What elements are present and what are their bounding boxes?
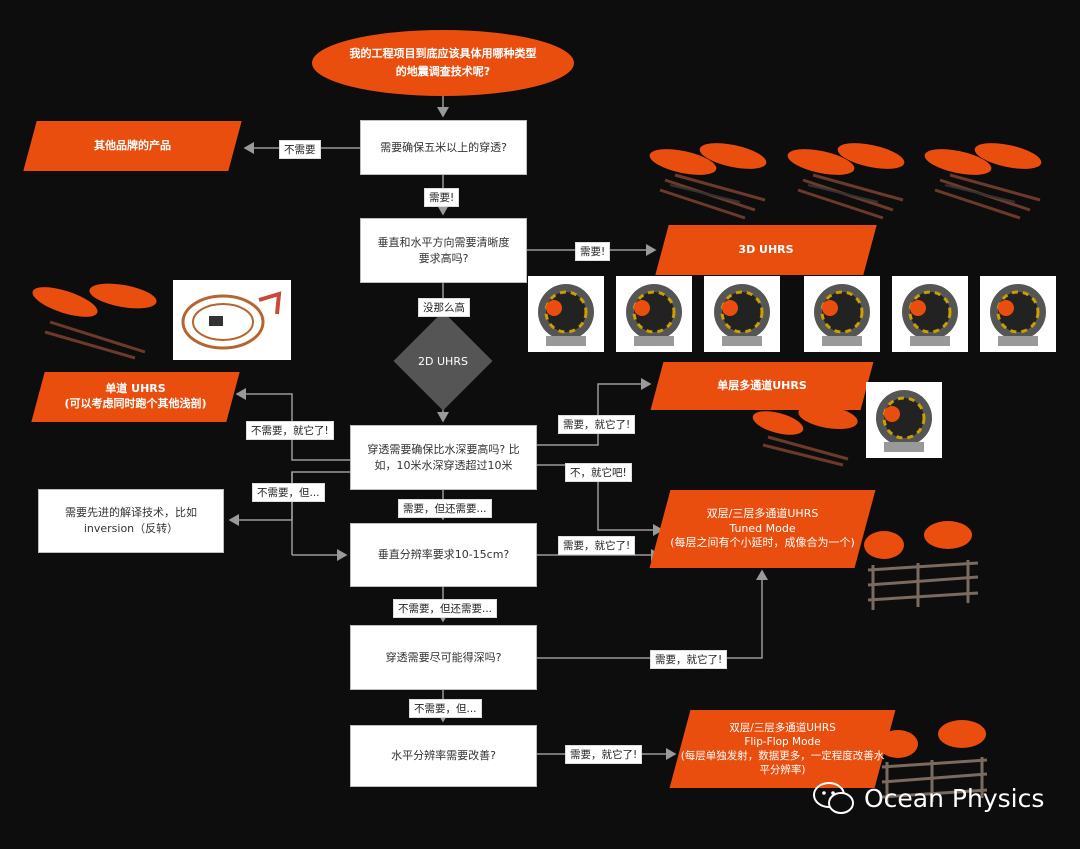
outcome-other-brands: 其他品牌的产品: [23, 121, 242, 171]
wechat-icon: [813, 782, 854, 814]
float-image: [649, 143, 767, 220]
edge-label-yes-enough-4: 需要，就它了!: [565, 745, 643, 764]
float-image: [924, 143, 1042, 220]
edge-label-no-then: 不，就它吧!: [565, 463, 632, 482]
outcome-single-channel-label: 单道 UHRS (可以考虑同时跑个其他浅剖): [64, 382, 207, 410]
start-node: 我的工程项目到底应该具体用哪种类型的地震调查技术呢?: [312, 30, 574, 96]
question-max-penetration: 穿透需要尽可能得深吗?: [350, 625, 537, 690]
outcome-3d-uhrs: 3D UHRS: [655, 225, 877, 275]
float-image: [752, 404, 858, 467]
outcome-tuned-mode-label: 双层/三层多通道UHRS Tuned Mode (每层之间有个小延时，成像合为一…: [670, 506, 855, 550]
outcome-other-brands-label: 其他品牌的产品: [94, 138, 171, 152]
reel-image: [804, 276, 880, 352]
edge-label-yes-enough-2: 需要，就它了!: [558, 536, 636, 555]
float-image: [32, 283, 157, 360]
multilayer-frame-image: [878, 720, 988, 804]
outcome-flip-flop-mode: 双层/三层多通道UHRS Flip-Flop Mode (每层单独发射，数据更多…: [669, 710, 896, 788]
edge-label-yes-3d: 需要!: [575, 242, 611, 261]
edge-label-yes: 需要!: [424, 188, 460, 207]
question-resolution-clarity: 垂直和水平方向需要清晰度要求高吗?: [360, 218, 527, 283]
watermark: Ocean Physics: [812, 780, 1044, 816]
edge-label-no-but: 不需要，但...: [252, 483, 325, 502]
edge-label-yes-enough-1: 需要，就它了!: [558, 415, 636, 434]
edge-label-no-enough: 不需要，就它了!: [246, 421, 334, 440]
decision-label: 2D UHRS: [418, 354, 468, 368]
outcome-tuned-mode: 双层/三层多通道UHRS Tuned Mode (每层之间有个小延时，成像合为一…: [649, 490, 876, 568]
watermark-text: Ocean Physics: [864, 783, 1045, 813]
edge-label-no-but-also: 不需要，但还需要...: [393, 599, 498, 618]
reel-image: [704, 276, 780, 352]
decision-2d-uhrs: 2D UHRS: [393, 311, 493, 411]
question-penetration-5m: 需要确保五米以上的穿透?: [360, 120, 527, 175]
edge-label-yes-but-also: 需要，但还需要...: [398, 499, 492, 518]
note-inversion: 需要先进的解译技术，比如 inversion（反转）: [38, 489, 224, 553]
edge-label-no: 不需要: [279, 140, 321, 159]
edge-label-yes-enough-3: 需要，就它了!: [650, 650, 728, 669]
edge-label-not-that-high: 没那么高: [418, 298, 470, 317]
outcome-single-layer-label: 单层多通道UHRS: [717, 378, 807, 392]
outcome-single-channel: 单道 UHRS (可以考虑同时跑个其他浅剖): [31, 372, 240, 422]
question-penetration-depth: 穿透需要确保比水深要高吗? 比如，10米水深穿透超过10米: [350, 425, 537, 490]
float-image: [787, 143, 905, 220]
outcome-flip-flop-label: 双层/三层多通道UHRS Flip-Flop Mode (每层单独发射，数据更多…: [680, 721, 885, 777]
reel-image: [528, 276, 604, 352]
cable-image: [173, 280, 291, 360]
multilayer-frame-image: [864, 521, 979, 610]
reel-image: [980, 276, 1056, 352]
edge-label-no-but-2: 不需要，但...: [409, 699, 482, 718]
outcome-3d-label: 3D UHRS: [738, 242, 794, 256]
reel-image: [892, 276, 968, 352]
reel-image: [866, 382, 942, 458]
reel-image: [616, 276, 692, 352]
question-horizontal-resolution: 水平分辨率需要改善?: [350, 725, 537, 787]
question-vertical-resolution: 垂直分辨率要求10-15cm?: [350, 523, 537, 587]
outcome-single-layer-multichannel: 单层多通道UHRS: [650, 362, 874, 410]
